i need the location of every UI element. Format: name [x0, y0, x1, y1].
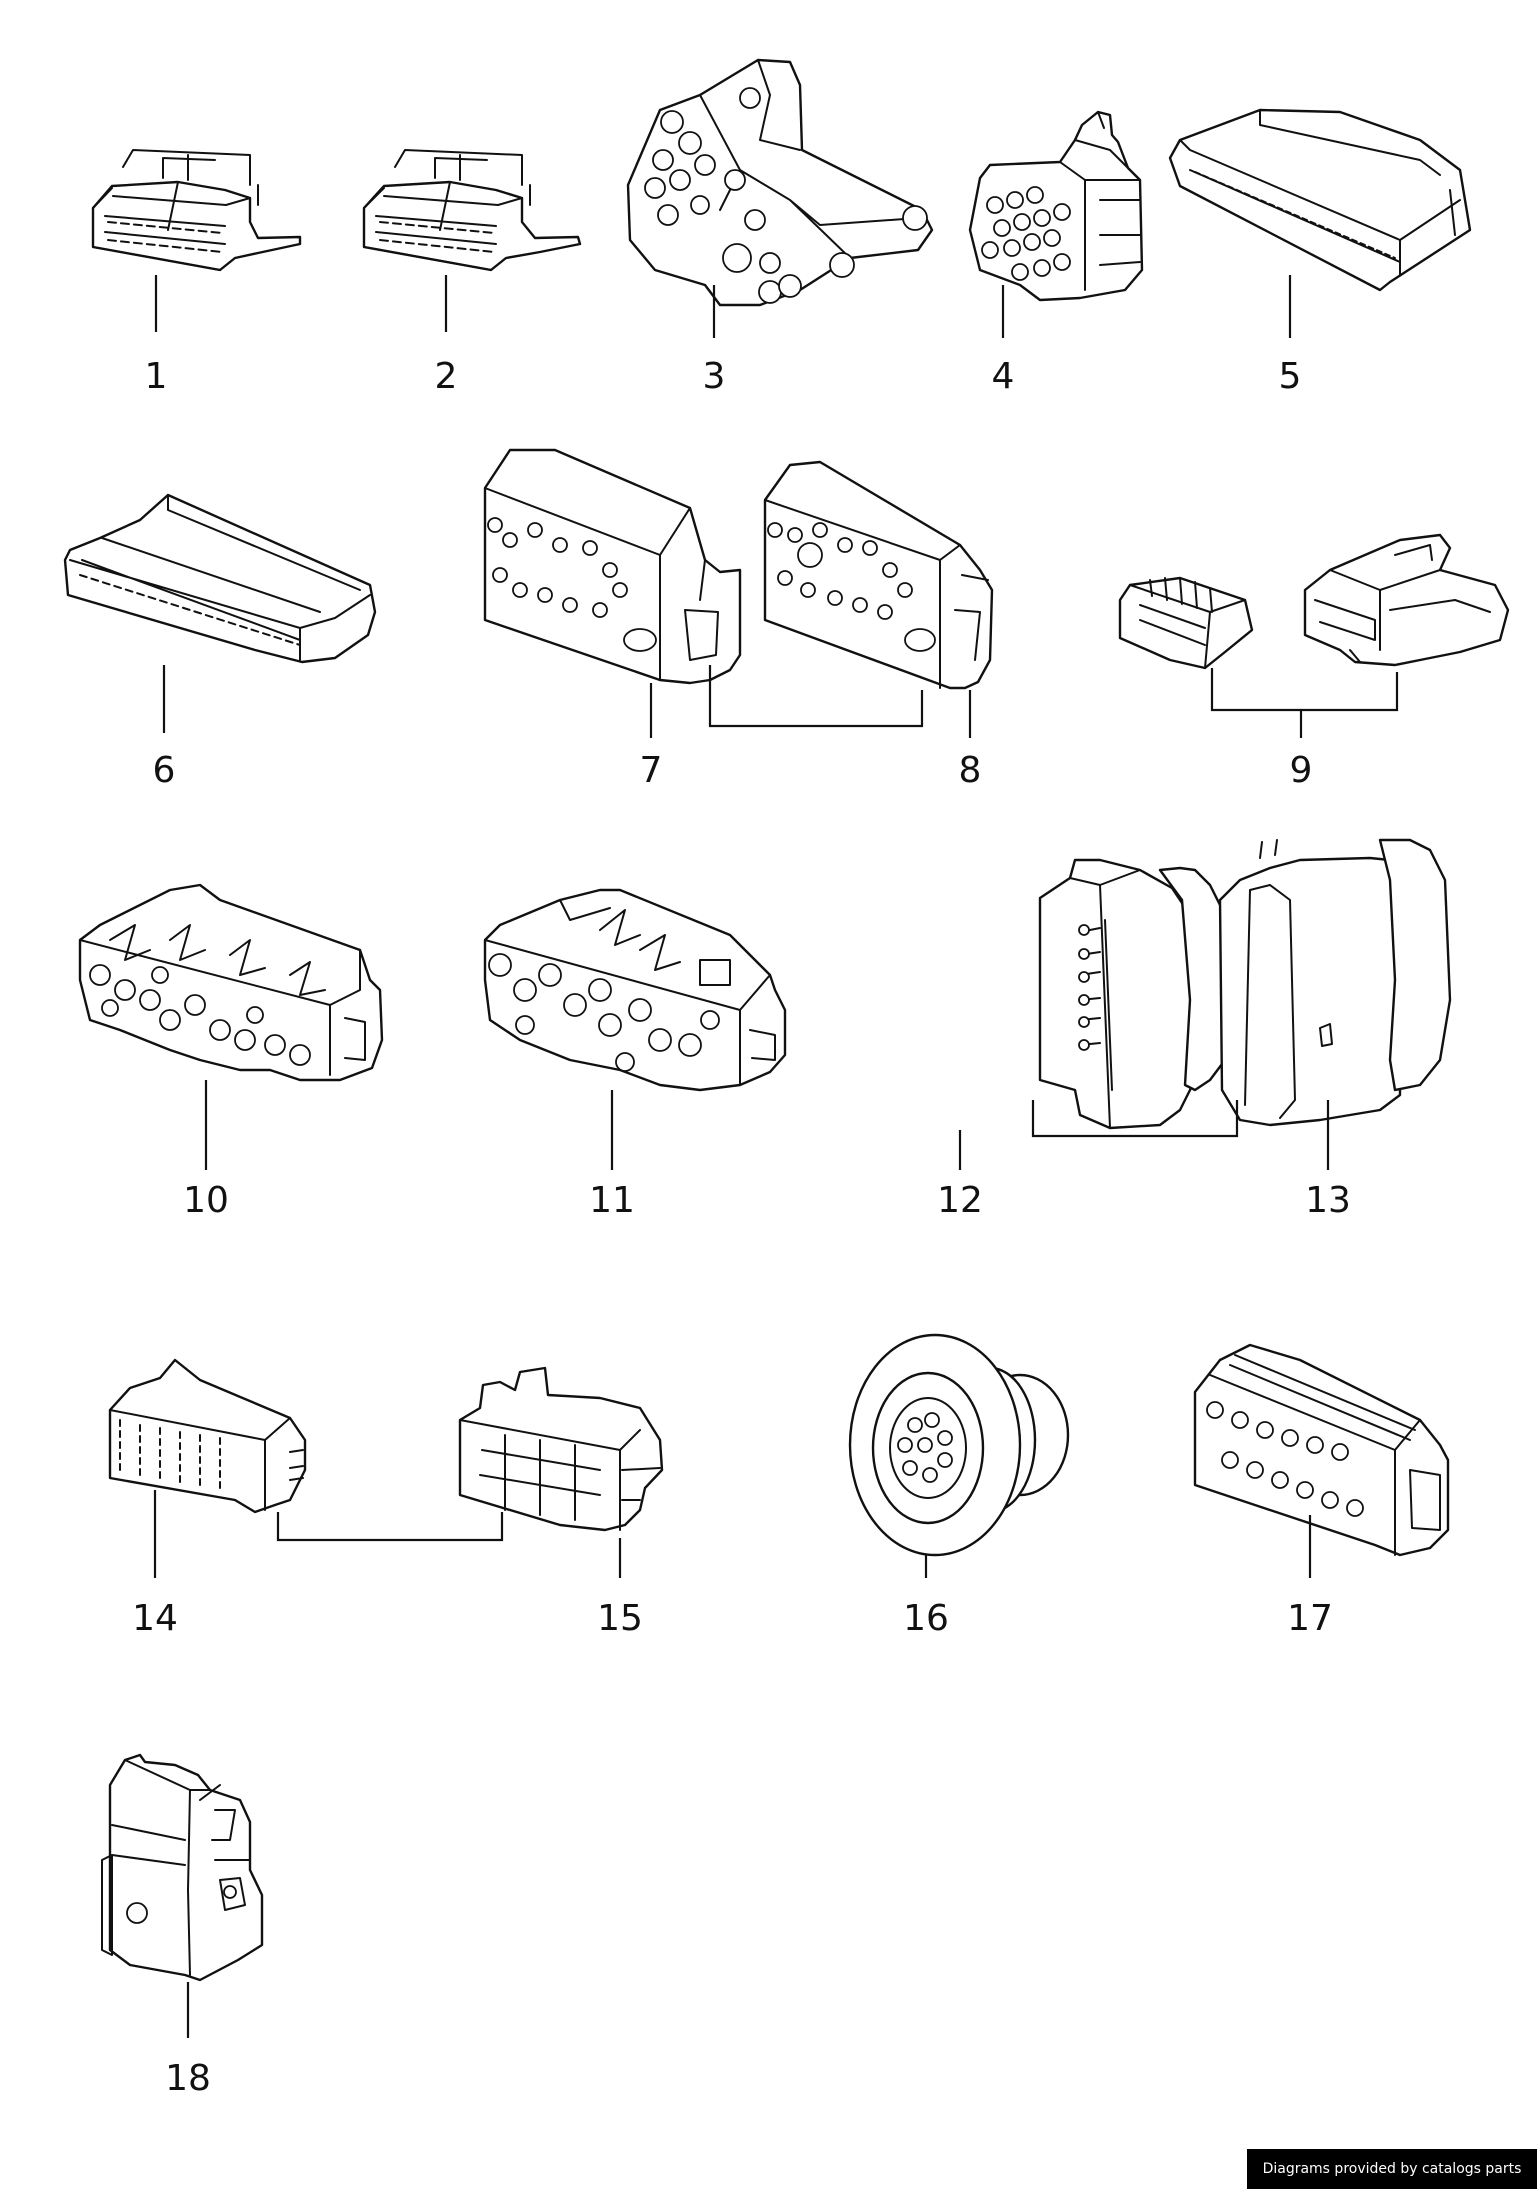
- connector-1: [91, 149, 302, 272]
- callout-16: 16: [903, 1598, 949, 1639]
- callout-12: 12: [937, 1180, 983, 1221]
- connector-6: [63, 493, 377, 664]
- bracket-7-8: [708, 665, 924, 728]
- callout-10: 10: [183, 1180, 229, 1221]
- connector-11: [483, 888, 787, 1092]
- bracket-9: [1210, 668, 1399, 712]
- connector-14: [108, 1358, 307, 1514]
- connector-10: [78, 883, 384, 1082]
- connector-17: [1193, 1343, 1450, 1557]
- callout-1: 1: [145, 356, 168, 397]
- connector-15: [458, 1366, 664, 1532]
- connector-4: [968, 110, 1144, 302]
- callout-9: 9: [1290, 750, 1313, 791]
- callout-4: 4: [992, 356, 1015, 397]
- bracket-14-15: [276, 1512, 504, 1542]
- callout-11: 11: [589, 1180, 635, 1221]
- connector-3: [626, 58, 934, 307]
- callout-15: 15: [597, 1598, 643, 1639]
- callout-5: 5: [1279, 356, 1302, 397]
- callout-2: 2: [435, 356, 458, 397]
- callout-3: 3: [703, 356, 726, 397]
- connector-9: [1118, 533, 1510, 670]
- connector-7: [483, 448, 742, 685]
- callout-7: 7: [640, 750, 663, 791]
- connector-2: [362, 149, 582, 272]
- footer-credit: Diagrams provided by catalogs parts: [1247, 2149, 1537, 2189]
- callout-13: 13: [1305, 1180, 1351, 1221]
- connector-5: [1168, 108, 1472, 292]
- connector-16: [848, 1333, 1070, 1557]
- callout-14: 14: [132, 1598, 178, 1639]
- callout-8: 8: [959, 750, 982, 791]
- connector-18: [101, 1753, 264, 1982]
- callout-17: 17: [1287, 1598, 1333, 1639]
- connector-12: [1038, 858, 1232, 1130]
- callout-6: 6: [153, 750, 176, 791]
- connector-13: [1218, 838, 1452, 1127]
- callout-18: 18: [165, 2058, 211, 2099]
- connector-8: [763, 460, 994, 690]
- bracket-12-13: [1031, 1100, 1239, 1138]
